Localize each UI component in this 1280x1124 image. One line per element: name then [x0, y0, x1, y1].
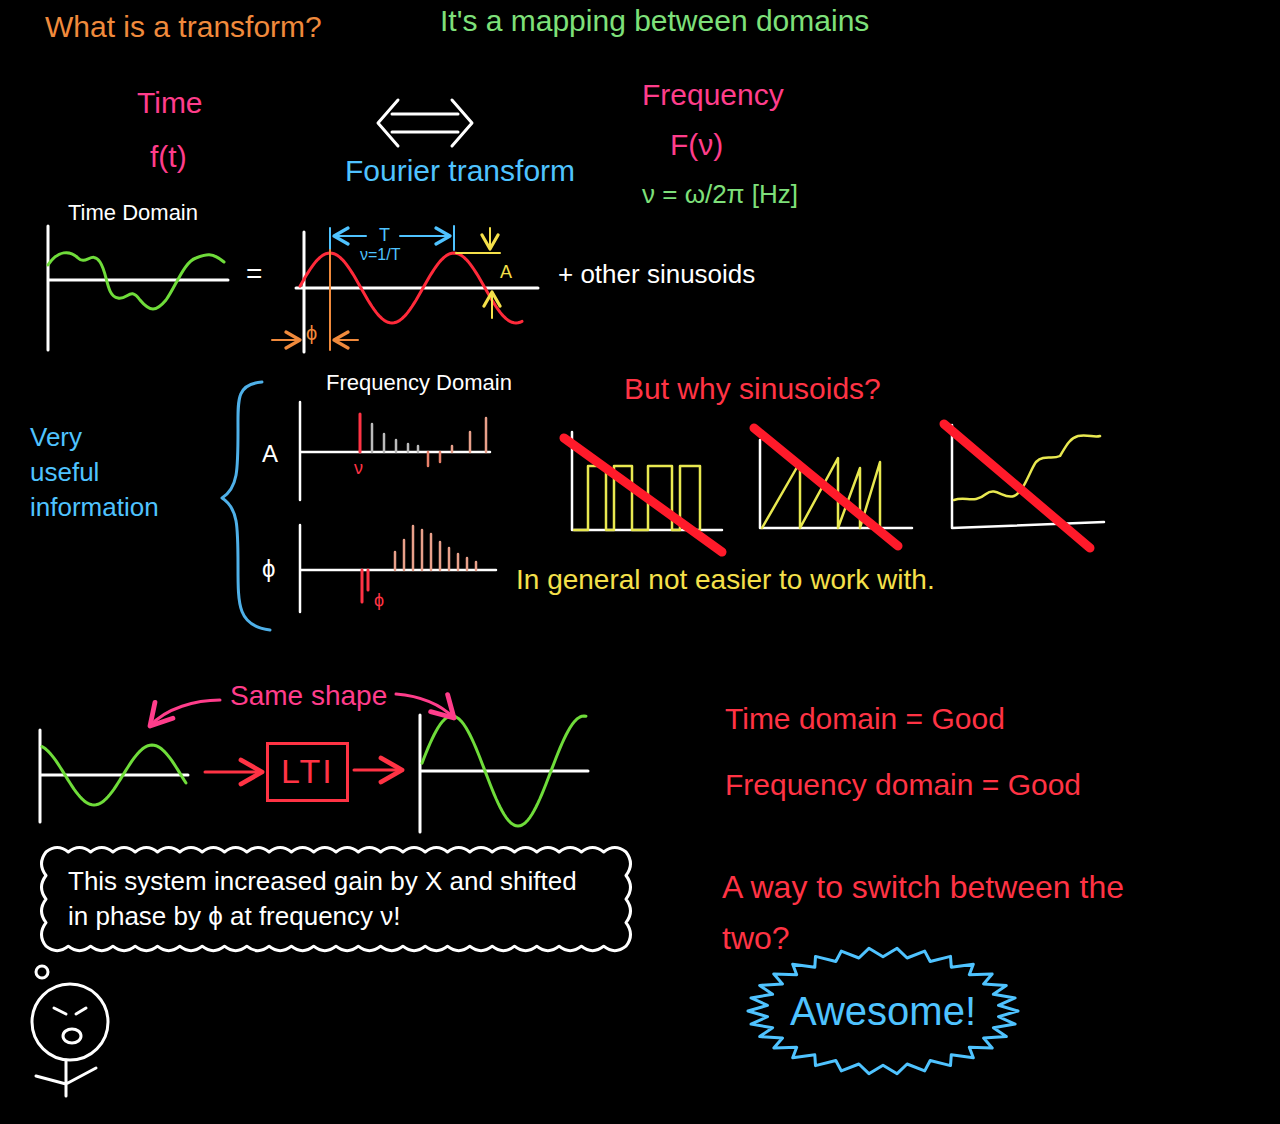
illustration-part [36, 966, 48, 978]
label: Fourier transform [345, 154, 575, 189]
illustration-part [392, 114, 458, 132]
label: Very useful information [30, 420, 159, 525]
burst-bubble: Awesome! [748, 948, 1018, 1074]
illustration-part [362, 570, 368, 602]
label: Time [137, 86, 203, 121]
label: ϕ [306, 322, 317, 345]
phase-spectrum [300, 525, 496, 612]
label: But why sinusoids? [624, 372, 881, 407]
label: Frequency [642, 78, 784, 113]
label: Frequency Domain [326, 370, 512, 395]
label: Frequency domain = Good [725, 768, 1081, 803]
time-domain-plot [48, 226, 228, 350]
illustration-part [395, 526, 476, 570]
label: ν=1/T [360, 246, 400, 264]
sinusoid-plot [272, 226, 538, 352]
illustration-part [372, 424, 418, 452]
node-outline [36, 842, 636, 956]
label: ϕ [262, 555, 275, 583]
illustration-part [422, 716, 586, 826]
brace [222, 382, 270, 630]
crossed-out-signals [564, 424, 1104, 552]
system-box: LTI [266, 742, 349, 802]
illustration-part [400, 235, 450, 237]
illustration-part [40, 730, 188, 822]
illustration-part [354, 769, 402, 772]
lti-example [40, 694, 588, 832]
illustration-part [300, 402, 490, 500]
illustration-part [359, 414, 362, 452]
illustration-part [334, 235, 366, 237]
stick-figure [32, 966, 108, 1096]
illustration-part [564, 424, 1090, 552]
label: f(t) [150, 140, 187, 175]
double-arrow [378, 100, 472, 146]
label: A [262, 440, 278, 468]
illustration-part [428, 452, 440, 466]
label: Time domain = Good [725, 702, 1005, 737]
illustration-part [420, 715, 588, 832]
illustration-part [205, 771, 262, 774]
illustration-part [572, 432, 722, 530]
illustration-part [452, 100, 472, 146]
illustration-part [378, 100, 398, 146]
illustration-part [396, 694, 454, 718]
illustration-part [456, 252, 500, 254]
amplitude-spectrum [300, 402, 490, 500]
node-outline-path [748, 948, 1018, 1073]
illustration-part [329, 250, 331, 350]
title: What is a transform? [45, 10, 322, 45]
illustration-part [36, 1060, 96, 1096]
label: + other sinusoids [558, 260, 755, 290]
illustration-part [54, 1008, 86, 1014]
label: It's a mapping between domains [440, 4, 869, 39]
illustration-part [334, 339, 358, 341]
label: In general not easier to work with. [516, 564, 935, 596]
label: ϕ [374, 590, 384, 611]
illustration-part [489, 228, 491, 249]
label: ν = ω/2π [Hz] [642, 180, 798, 210]
illustration-part [150, 700, 220, 726]
label: Time Domain [68, 200, 198, 225]
illustration-part [48, 253, 224, 309]
illustration-part [452, 418, 486, 452]
illustration-part [272, 339, 300, 341]
illustration-part [63, 1029, 81, 1043]
illustration-part [42, 745, 186, 805]
label: = [246, 258, 262, 290]
thought-cloud: This system increased gain by X and shif… [36, 842, 636, 956]
node-text: This system increased gain by X and shif… [68, 864, 604, 934]
node-text: Awesome! [790, 984, 976, 1038]
label: Same shape [230, 680, 387, 712]
illustration-part [491, 292, 493, 318]
illustration-part [300, 525, 496, 612]
illustration-part [48, 226, 228, 350]
illustration-part [296, 232, 538, 352]
label: ν [354, 458, 363, 479]
label: F(ν) [670, 128, 723, 163]
node-text: LTI [281, 749, 334, 795]
label: A [500, 262, 512, 283]
label: A way to switch between the two? [722, 862, 1192, 964]
node-outline-path [42, 848, 631, 951]
label: T [376, 225, 393, 246]
illustration-part [300, 253, 522, 323]
illustration-part [32, 984, 108, 1060]
illustration-part [952, 425, 1104, 528]
